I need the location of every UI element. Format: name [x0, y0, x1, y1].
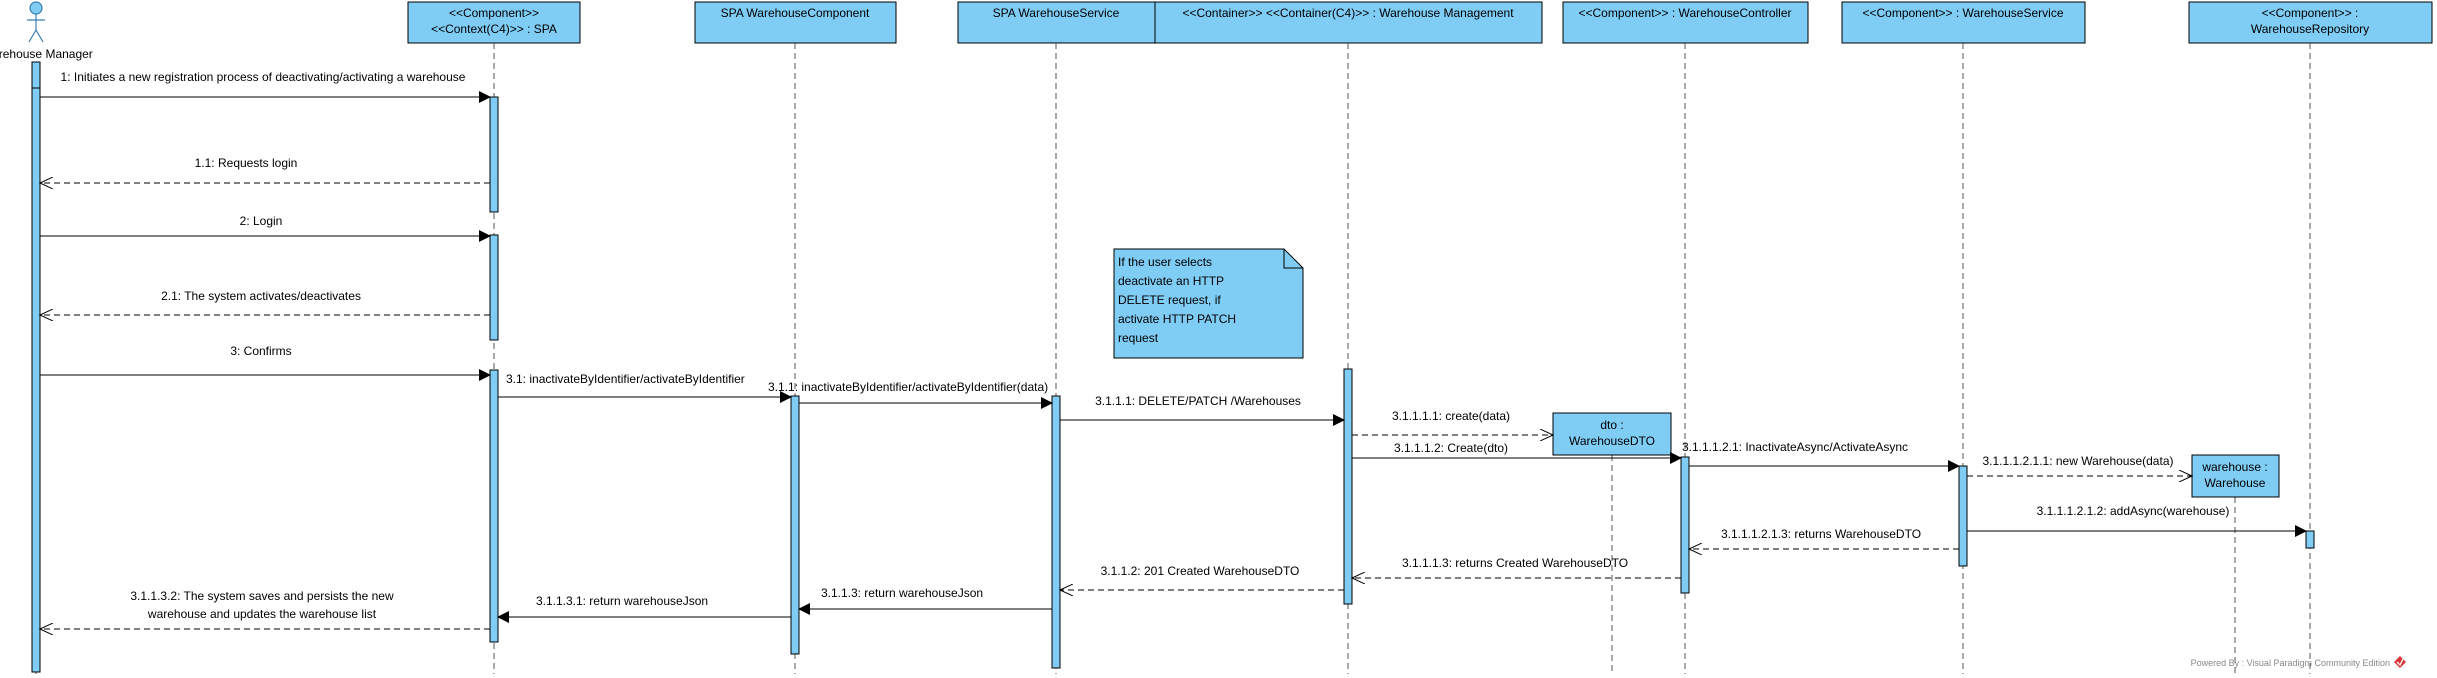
message-2-1[interactable]: 2.1: The system activates/deactivates [40, 289, 490, 315]
activation-warehouse-management [1343, 368, 1353, 605]
message-3-1[interactable]: 3.1: inactivateByIdentifier/activateById… [498, 372, 792, 403]
message-3-1-1-1-2-1-3-label: 3.1.1.1.2.1.3: returns WarehouseDTO [1721, 527, 1921, 541]
created-object-dto-line-1: dto : [1600, 418, 1623, 432]
message-3-1-1-3-2-label-line-2: warehouse and updates the warehouse list [147, 607, 377, 621]
participant-warehouse-management-name: <<Container>> <<Container(C4)>> : Wareho… [1182, 6, 1514, 20]
message-3-1-label: 3.1: inactivateByIdentifier/activateById… [506, 372, 745, 386]
created-object-warehouse[interactable]: warehouse : Warehouse [2191, 454, 2280, 498]
note-line-3: DELETE request, if [1118, 293, 1221, 307]
participant-warehouse-repository[interactable]: <<Component>> : WarehouseRepository [2188, 1, 2433, 44]
stick-figure-icon [27, 1, 45, 43]
visual-paradigm-logo-icon [2394, 656, 2406, 668]
participant-warehouse-management[interactable]: <<Container>> <<Container(C4)>> : Wareho… [1154, 1, 1543, 44]
message-3-1-1-1-1-label: 3.1.1.1.1: create(data) [1392, 409, 1510, 423]
activation-actor [31, 87, 41, 673]
message-3-1-1-2[interactable]: 3.1.1.2: 201 Created WarehouseDTO [1060, 564, 1344, 590]
participant-spa-warehouse-service[interactable]: SPA WarehouseService [957, 1, 1156, 44]
watermark-text: Powered By : Visual Paradigm Community E… [2191, 658, 2390, 668]
actor-warehouse-manager[interactable]: Warehouse Manager [0, 1, 93, 61]
message-3-label: 3: Confirms [230, 344, 291, 358]
message-3-1-1-1-1[interactable]: 3.1.1.1.1: create(data) [1352, 409, 1553, 435]
message-3-1-1-1-3[interactable]: 3.1.1.1.3: returns Created WarehouseDTO [1352, 556, 1681, 578]
participant-warehouse-controller-name: <<Component>> : WarehouseController [1578, 6, 1791, 20]
activation-spa-warehouse-component [790, 395, 800, 655]
message-3-1-1-3[interactable]: 3.1.1.3: return warehouseJson [798, 586, 1052, 615]
activation-spa-3 [489, 369, 499, 643]
messages: 1: Initiates a new registration process … [40, 70, 2307, 629]
message-3-1-1-1[interactable]: 3.1.1.1: DELETE/PATCH /Warehouses [1060, 394, 1345, 426]
participant-spa-warehouse-component[interactable]: SPA WarehouseComponent [694, 1, 897, 44]
activation-warehouse-service [1958, 465, 1968, 567]
message-2-1-label: 2.1: The system activates/deactivates [161, 289, 361, 303]
activation-spa-warehouse-service [1051, 395, 1061, 669]
participant-spa[interactable]: <<Component>> <<Context(C4)>> : SPA [407, 1, 581, 44]
message-3-1-1-3-1[interactable]: 3.1.1.3.1: return warehouseJson [497, 594, 791, 623]
message-3-1-1-1-2-1-2-label: 3.1.1.1.2.1.2: addAsync(warehouse) [2037, 504, 2230, 518]
activation-actor-top [31, 61, 41, 89]
message-3-1-1-3-label: 3.1.1.3: return warehouseJson [821, 586, 983, 600]
participant-spa-warehouse-service-name: SPA WarehouseService [993, 6, 1120, 20]
actor-label: Warehouse Manager [0, 47, 93, 61]
message-3[interactable]: 3: Confirms [40, 344, 491, 381]
participant-spa-stereotype: <<Component>> [449, 6, 539, 20]
message-3-1-1-1-2[interactable]: 3.1.1.1.2: Create(dto) [1352, 441, 1682, 464]
note[interactable]: If the user selects deactivate an HTTP D… [1113, 248, 1304, 359]
created-object-warehouse-line-1: warehouse : [2201, 460, 2267, 474]
created-object-warehouse-line-2: Warehouse [2205, 476, 2266, 490]
message-3-1-1-1-2-1-3[interactable]: 3.1.1.1.2.1.3: returns WarehouseDTO [1689, 527, 1959, 549]
note-line-5: request [1118, 331, 1159, 345]
message-3-1-1-1-3-label: 3.1.1.1.3: returns Created WarehouseDTO [1402, 556, 1628, 570]
participant-warehouse-controller[interactable]: <<Component>> : WarehouseController [1562, 1, 1809, 44]
created-object-dto-line-2: WarehouseDTO [1569, 434, 1655, 448]
message-2-label: 2: Login [240, 214, 283, 228]
message-3-1-1[interactable]: 3.1.1: inactivateByIdentifier/activateBy… [768, 380, 1053, 409]
message-3-1-1-1-2-1[interactable]: 3.1.1.1.2.1: InactivateAsync/ActivateAsy… [1682, 440, 1960, 472]
note-line-4: activate HTTP PATCH [1118, 312, 1236, 326]
participant-warehouse-repository-name: WarehouseRepository [2251, 22, 2369, 36]
message-3-1-1-1-label: 3.1.1.1: DELETE/PATCH /Warehouses [1095, 394, 1301, 408]
message-1[interactable]: 1: Initiates a new registration process … [40, 70, 491, 103]
activation-warehouse-repository [2305, 530, 2315, 549]
activation-spa-1 [489, 96, 499, 213]
participant-spa-warehouse-component-name: SPA WarehouseComponent [721, 6, 870, 20]
activation-spa-2 [489, 234, 499, 341]
participant-spa-name: <<Context(C4)>> : SPA [431, 22, 557, 36]
participant-warehouse-repository-stereotype: <<Component>> : [2262, 6, 2359, 20]
message-3-1-1-3-1-label: 3.1.1.3.1: return warehouseJson [536, 594, 708, 608]
message-3-1-1-1-2-1-2[interactable]: 3.1.1.1.2.1.2: addAsync(warehouse) [1967, 504, 2307, 537]
activations [31, 61, 2315, 673]
participant-warehouse-service-name: <<Component>> : WarehouseService [1862, 6, 2063, 20]
message-3-1-1-3-2-label-line-1: 3.1.1.3.2: The system saves and persists… [130, 589, 394, 603]
message-3-1-1-1-2-1-1[interactable]: 3.1.1.1.2.1.1: new Warehouse(data) [1967, 454, 2192, 476]
message-1-label: 1: Initiates a new registration process … [61, 70, 466, 84]
message-3-1-1-2-label: 3.1.1.2: 201 Created WarehouseDTO [1101, 564, 1300, 578]
message-3-1-1-1-2-1-1-label: 3.1.1.1.2.1.1: new Warehouse(data) [1982, 454, 2173, 468]
message-3-1-1-1-2-label: 3.1.1.1.2: Create(dto) [1394, 441, 1508, 455]
participant-warehouse-service[interactable]: <<Component>> : WarehouseService [1841, 1, 2086, 44]
message-3-1-1-1-2-1-label: 3.1.1.1.2.1: InactivateAsync/ActivateAsy… [1682, 440, 1908, 454]
message-1-1[interactable]: 1.1: Requests login [40, 156, 490, 183]
message-3-1-1-label: 3.1.1: inactivateByIdentifier/activateBy… [768, 380, 1048, 394]
message-2[interactable]: 2: Login [40, 214, 491, 242]
watermark: Powered By : Visual Paradigm Community E… [2191, 656, 2406, 668]
note-line-2: deactivate an HTTP [1118, 274, 1224, 288]
message-1-1-label: 1.1: Requests login [195, 156, 298, 170]
note-line-1: If the user selects [1118, 255, 1212, 269]
activation-warehouse-controller [1680, 456, 1690, 594]
message-3-1-1-3-2[interactable]: 3.1.1.3.2: The system saves and persists… [40, 589, 490, 629]
created-object-dto[interactable]: dto : WarehouseDTO [1552, 412, 1672, 456]
